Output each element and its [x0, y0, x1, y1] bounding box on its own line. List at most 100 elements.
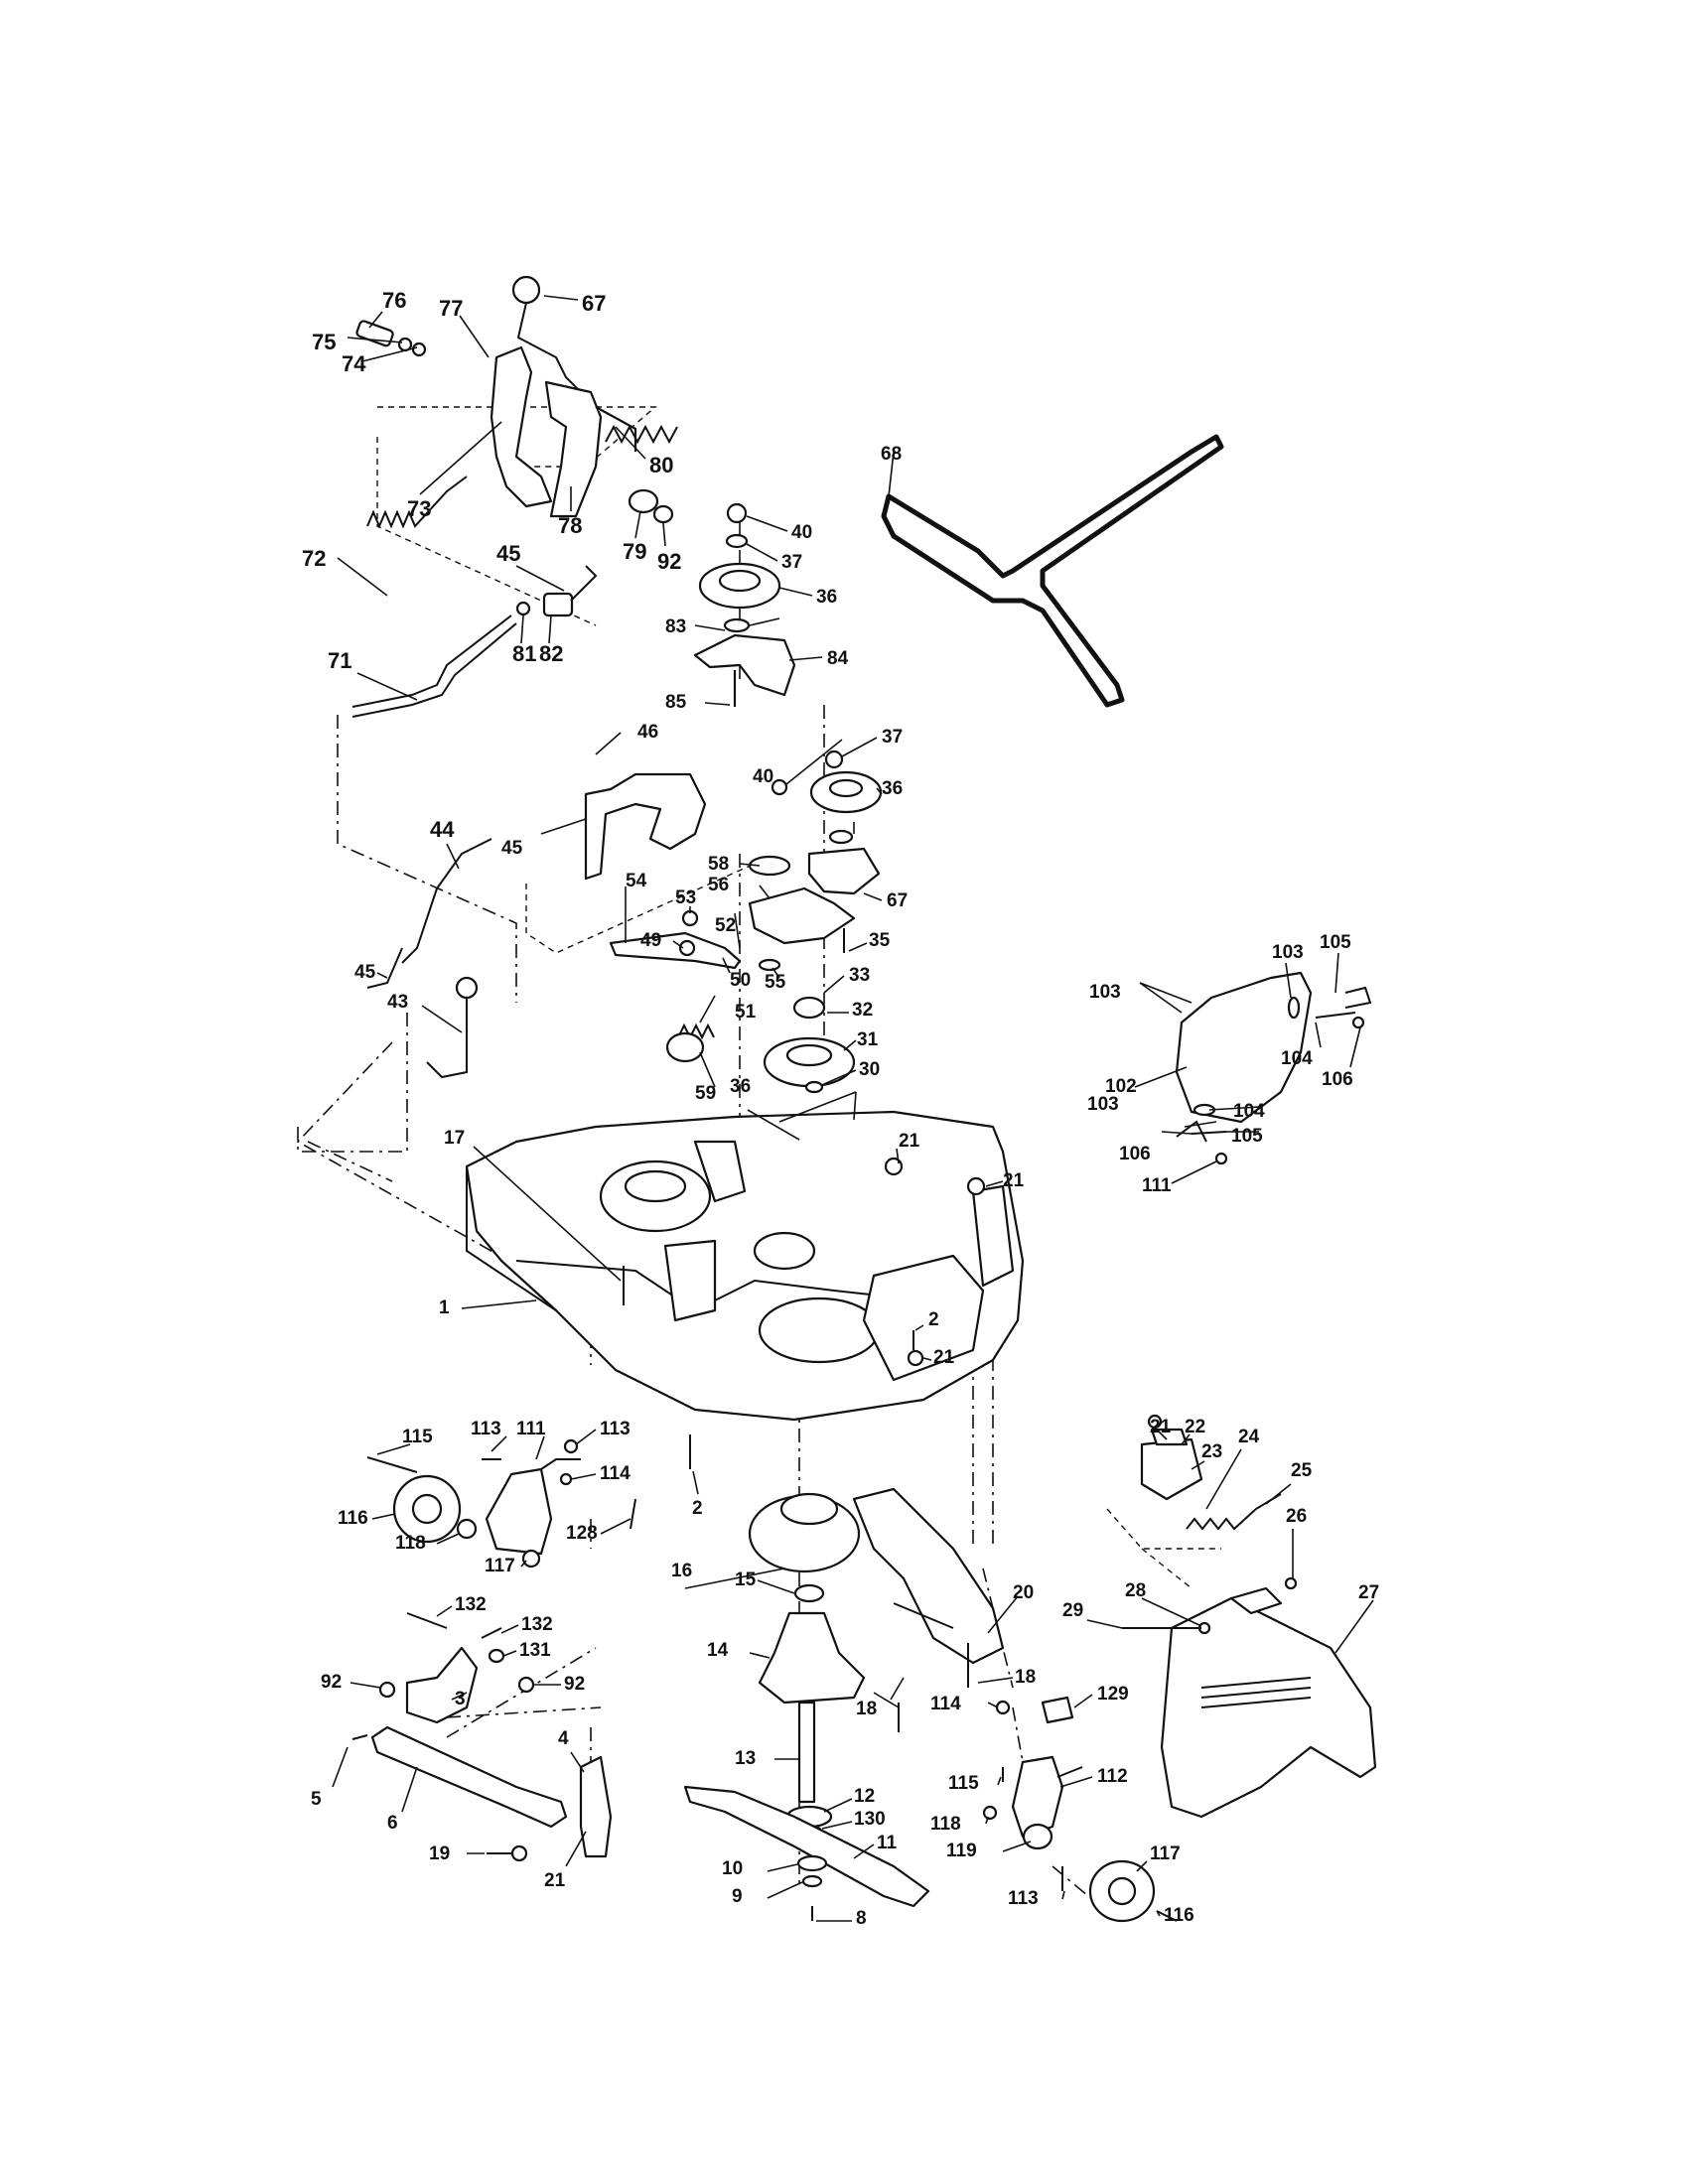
part-label-105-top: 105	[1320, 932, 1351, 953]
part-label-50: 51	[735, 1002, 757, 1023]
part-label-115-left: 114	[600, 1463, 631, 1484]
washer-56	[748, 855, 791, 877]
washer-9	[801, 1874, 823, 1888]
clip-105a	[1344, 986, 1372, 1009]
washer-31	[804, 1080, 824, 1094]
part-label-115-right: 115	[948, 1773, 979, 1794]
part-label-74: 74	[342, 351, 366, 376]
nut-40	[726, 502, 748, 524]
bolt-115-left	[559, 1472, 573, 1486]
part-label-27: 27	[1358, 1582, 1379, 1603]
spring-58	[677, 1023, 715, 1040]
part-label-40-mid: 40	[753, 766, 773, 787]
washer-37	[725, 533, 749, 549]
nut-40b	[771, 778, 788, 796]
part-label-82: 82	[539, 641, 563, 666]
part-label-19: 19	[429, 1843, 450, 1864]
nut-106b	[1214, 1152, 1228, 1165]
part-label-40-top: 40	[791, 522, 812, 543]
nut	[411, 341, 427, 357]
part-label-77: 77	[439, 296, 463, 321]
part-label-116-left: 115	[402, 1427, 433, 1447]
part-label-37-top: 37	[781, 552, 802, 573]
part-label-114-right: 114	[930, 1694, 961, 1714]
spindle-14	[758, 1611, 866, 1705]
washer-79	[628, 488, 659, 514]
nut-114-right	[995, 1700, 1011, 1715]
washer-48	[678, 939, 696, 957]
rod-71b	[351, 622, 517, 718]
part-label-121-left: 128	[566, 1523, 598, 1544]
part-label-73: 73	[407, 496, 431, 521]
part-label-92-top: 92	[657, 549, 681, 574]
nut-92-right	[517, 1676, 535, 1694]
wheel-bracket-112	[1011, 1755, 1064, 1839]
part-label-33: 33	[849, 965, 870, 986]
part-label-105-low: 106	[1119, 1144, 1151, 1164]
bolt-116-right	[1156, 1910, 1178, 1922]
part-label-5: 5	[311, 1789, 322, 1810]
pin-104a	[1315, 1012, 1356, 1019]
part-label-18-l: 18	[856, 1699, 877, 1719]
part-label-48: 49	[640, 930, 661, 951]
support-arm-20	[852, 1487, 1005, 1665]
part-label-30: 30	[859, 1059, 880, 1080]
rod-71	[351, 614, 512, 708]
lift-lever	[544, 380, 603, 518]
part-label-67: 67	[582, 291, 606, 316]
nut-118-left	[521, 1549, 541, 1569]
part-label-13: 13	[735, 1748, 756, 1769]
spindle-housing-top	[779, 1492, 839, 1526]
part-label-59: 67	[887, 890, 908, 911]
part-label-21-b: 21	[1003, 1170, 1025, 1191]
spacer-132b	[828, 829, 854, 845]
spring-80	[605, 424, 678, 445]
washer-129	[488, 1648, 505, 1664]
clip-121-left	[630, 1498, 636, 1530]
spindle-shaft-13	[797, 1701, 816, 1804]
nut-21c	[907, 1349, 924, 1367]
bracket-84	[693, 633, 796, 697]
hairpin-45-top	[570, 565, 598, 602]
part-label-116-right: 116	[1164, 1905, 1194, 1926]
part-label-121-right: 129	[1097, 1684, 1129, 1705]
bracket-arm	[540, 1458, 581, 1470]
part-label-103-top: 103	[1272, 942, 1304, 963]
nut-114-left	[563, 1438, 579, 1454]
washer-81	[515, 601, 531, 616]
link-43	[401, 838, 492, 964]
part-label-21-a: 21	[899, 1131, 920, 1152]
bracket-59	[807, 847, 881, 895]
part-label-68: 68	[881, 444, 902, 465]
washer-118-right	[982, 1805, 998, 1821]
part-labels: 76 77 67 75 74 80 73 78 79 92 72 45 81 8…	[302, 288, 1379, 1929]
part-label-6: 6	[387, 1813, 398, 1834]
part-label-12: 12	[854, 1786, 875, 1807]
wheel-bracket-111	[485, 1467, 553, 1556]
part-label-54: 55	[765, 972, 786, 993]
nut-21b	[966, 1176, 986, 1196]
part-label-106-top: 106	[1322, 1069, 1353, 1090]
part-label-131: 132	[521, 1614, 553, 1635]
chute-rib-b	[1200, 1687, 1312, 1699]
handle-grip	[355, 320, 394, 347]
spacer-103a	[1287, 996, 1301, 1020]
part-label-113-right: 113	[1008, 1888, 1039, 1909]
nut-26	[1284, 1576, 1298, 1590]
part-label-36-mid: 36	[882, 778, 903, 799]
part-label-2-a: 2	[928, 1309, 939, 1330]
chute-rib-a	[1200, 1677, 1312, 1689]
part-label-112: 112	[1097, 1766, 1128, 1787]
support-rod	[893, 1602, 954, 1629]
nut-21a	[884, 1157, 904, 1176]
spring-coil	[665, 1031, 705, 1063]
part-label-113-left: 113	[471, 1419, 501, 1439]
clip-121-right	[1041, 1696, 1074, 1724]
bolt-19-head	[510, 1844, 528, 1862]
part-label-3: 3	[455, 1689, 466, 1709]
part-label-92-left: 92	[321, 1672, 342, 1693]
part-label-37-mid: 37	[882, 727, 903, 748]
part-label-102: 103	[1087, 1094, 1119, 1115]
part-label-18-r: 18	[1015, 1667, 1036, 1688]
